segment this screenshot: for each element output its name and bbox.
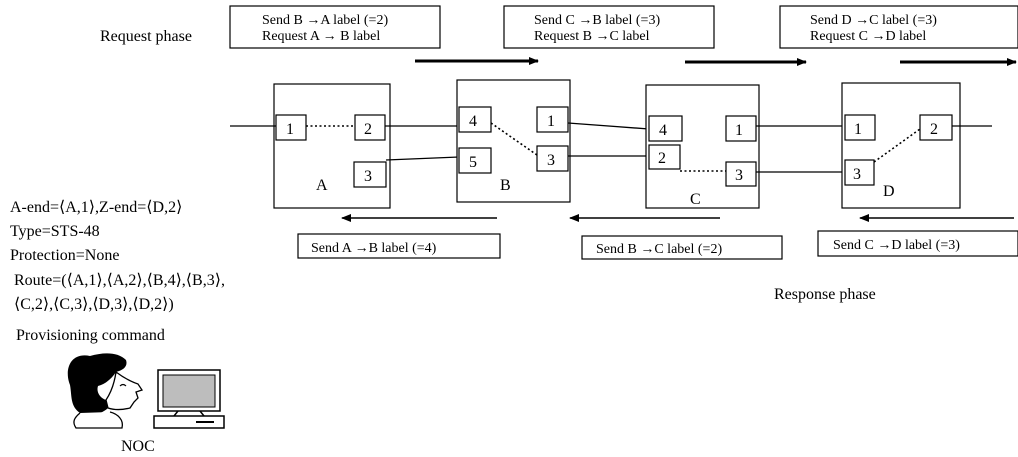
- node-a-port-3-label: 3: [364, 168, 372, 185]
- node-c: 4 2 1 3 C: [645, 84, 760, 209]
- node-c-port-2: [648, 144, 681, 170]
- noc-label: NOC: [121, 438, 155, 455]
- node-d-port-1-label: 1: [854, 121, 862, 138]
- person-icon: [67, 353, 144, 429]
- node-d-port-3-label: 3: [853, 166, 861, 183]
- provisioning-command: A-end=⟨A,1⟩,Z-end=⟨D,2⟩ Type=STS-48 Prot…: [10, 199, 225, 344]
- node-b-port-5-label: 5: [469, 154, 477, 171]
- request-box-1-line2: Request A → B label: [262, 29, 380, 44]
- node-c-port-4-label: 4: [659, 122, 667, 139]
- node-b-port-4-label: 4: [469, 113, 477, 130]
- node-d-port-1: [844, 114, 876, 141]
- request-box-2: Send C →B label (=3) Request B →C label: [503, 5, 715, 49]
- node-b-port-3-label: 3: [547, 152, 555, 169]
- node-d-port-3: [844, 159, 875, 186]
- response-box-2-text: Send B →C label (=2): [596, 242, 722, 257]
- node-d-name: D: [883, 183, 895, 200]
- link-a3-b5: [385, 156, 460, 161]
- node-b-name: B: [500, 177, 511, 194]
- node-b-port-4: [458, 106, 492, 133]
- node-c-port-1: [725, 115, 757, 142]
- command-route-line2: ⟨C,2⟩,⟨C,3⟩,⟨D,3⟩,⟨D,2⟩): [14, 296, 174, 313]
- link-b1-c4: [567, 122, 650, 130]
- request-box-3-line1: Send D →C label (=3): [810, 13, 937, 28]
- command-ends: A-end=⟨A,1⟩,Z-end=⟨D,2⟩: [10, 199, 182, 216]
- node-c-port-3-label: 3: [735, 167, 743, 184]
- request-box-1: Send B →A label (=2) Request A → B label: [229, 5, 441, 49]
- node-b-port-1: [536, 106, 569, 133]
- computer-icon: [153, 369, 225, 429]
- node-d-port-2: [919, 114, 953, 141]
- node-a-port-2-label: 2: [364, 121, 372, 138]
- node-a-name: A: [316, 177, 328, 194]
- command-protection: Protection=None: [10, 247, 119, 264]
- command-title: Provisioning command: [16, 327, 165, 344]
- request-phase-label: Request phase: [100, 28, 192, 45]
- node-d-port-2-label: 2: [930, 121, 938, 138]
- node-a-port-1: [275, 114, 307, 141]
- node-a-port-2: [354, 114, 386, 141]
- response-phase-label: Response phase: [774, 286, 876, 303]
- node-c-port-1-label: 1: [735, 122, 743, 139]
- node-c-port-4: [648, 115, 683, 142]
- response-box-3: Send C →D label (=3): [817, 230, 1018, 257]
- node-c-port-2-label: 2: [658, 150, 666, 167]
- request-box-2-line1: Send C →B label (=3): [534, 13, 660, 28]
- node-b-port-1-label: 1: [547, 113, 555, 130]
- request-box-3-line2: Request C →D label: [810, 29, 926, 44]
- node-c-name: C: [690, 191, 701, 208]
- node-b: 4 5 1 3 B: [456, 79, 571, 203]
- request-box-2-line2: Request B →C label: [534, 29, 650, 44]
- node-a: 1 2 3 A: [230, 83, 391, 209]
- node-a-port-1-label: 1: [286, 121, 294, 138]
- node-d-cross-connect: [873, 128, 921, 163]
- node-b-port-3: [536, 145, 569, 172]
- node-c-port-3: [725, 161, 757, 187]
- node-b-port-5: [458, 147, 492, 174]
- response-box-1-text: Send A →B label (=4): [311, 241, 437, 256]
- node-b-cross-connect: [490, 122, 538, 156]
- command-route-line1: Route=(⟨A,1⟩,⟨A,2⟩,⟨B,4⟩,⟨B,3⟩,: [14, 272, 225, 289]
- request-box-3: Send D →C label (=3) Request C →D label: [779, 5, 1018, 49]
- response-box-1: Send A →B label (=4): [297, 233, 501, 259]
- command-type: Type=STS-48: [10, 223, 100, 240]
- request-box-1-line1: Send B →A label (=2): [262, 13, 388, 28]
- node-a-port-3: [353, 161, 387, 188]
- response-box-2: Send B →C label (=2): [581, 235, 783, 260]
- response-box-3-text: Send C →D label (=3): [833, 238, 960, 253]
- node-d: 1 2 3 D: [841, 82, 961, 209]
